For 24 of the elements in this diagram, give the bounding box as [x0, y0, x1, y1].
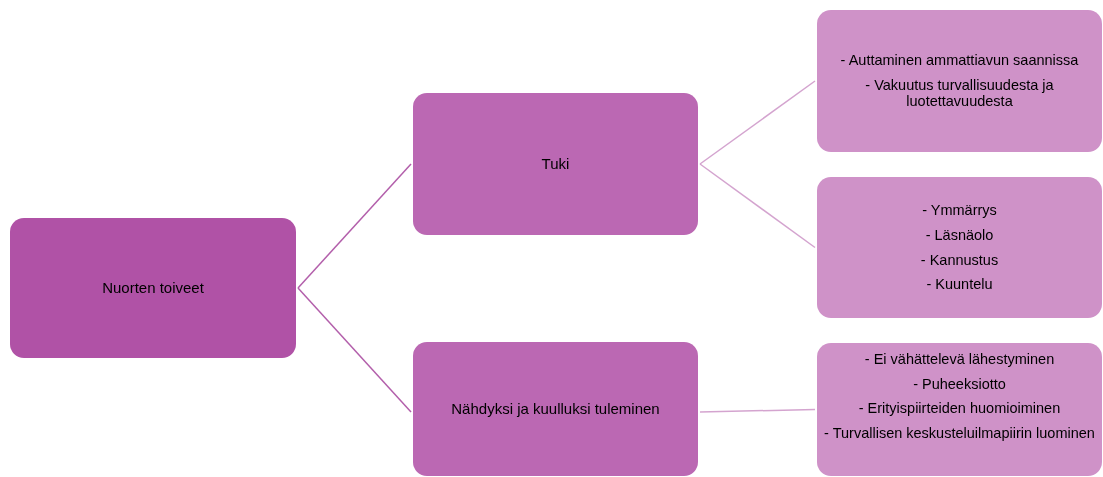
- node-text: - Kuuntelu: [926, 276, 993, 293]
- connector-line: [699, 80, 816, 165]
- connector-line: [297, 163, 412, 289]
- node-text: - Läsnäolo: [925, 226, 994, 244]
- connector-line: [297, 287, 412, 413]
- rounded-box: [413, 93, 698, 235]
- rounded-box: [817, 10, 1102, 152]
- rounded-box: [413, 342, 698, 476]
- node-text: - Ei vähättelevä lähestyminen: [864, 351, 1055, 368]
- node-text: - Puheeksiotto: [913, 375, 1006, 393]
- rounded-box: [10, 218, 296, 358]
- node-text: - Turvallisen keskusteluilmapiirin luominen: [824, 425, 1095, 442]
- node-text: Nuorten toiveet: [102, 279, 204, 297]
- node-text: Nähdyksi ja kuulluksi tuleminen: [451, 400, 660, 418]
- node-text: Tuki: [541, 155, 570, 173]
- rounded-box: [817, 343, 1102, 476]
- connector-line: [699, 408, 816, 413]
- node-text: - Vakuutus turvallisuudesta ja luotettavuudesta: [864, 76, 1055, 110]
- connector-line: [699, 163, 816, 249]
- node-text: - Auttaminen ammattiavun saannissa: [840, 52, 1079, 69]
- node-text: - Ymmärrys: [922, 202, 997, 219]
- node-text: - Kannustus: [920, 251, 999, 269]
- node-text: - Erityispiirteiden huomioiminen: [858, 400, 1061, 417]
- rounded-box: [817, 177, 1102, 318]
